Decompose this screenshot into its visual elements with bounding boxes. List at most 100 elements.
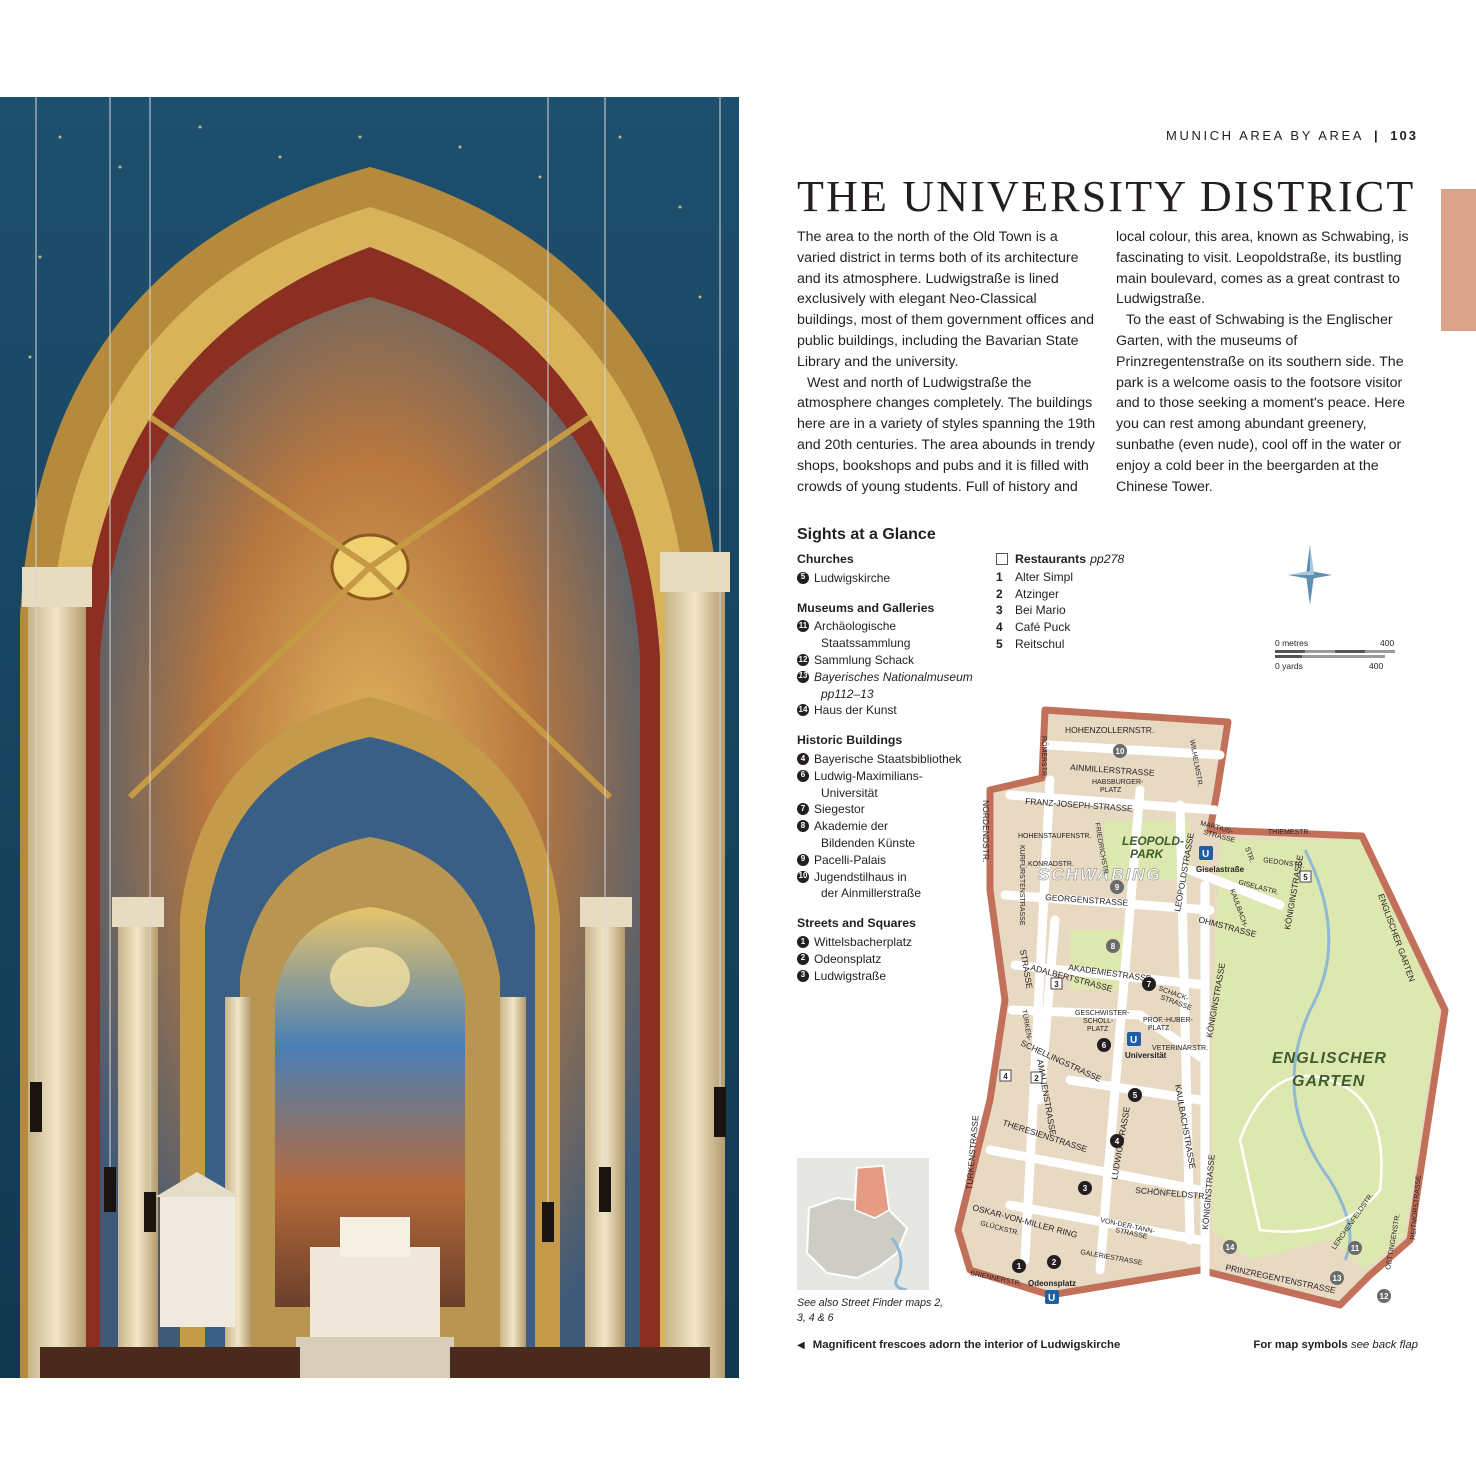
- svg-text:3: 3: [1083, 1184, 1088, 1193]
- restaurant-marker-3: 3: [1050, 977, 1063, 990]
- page-title: THE UNIVERSITY DISTRICT: [797, 172, 1416, 221]
- photo-caption-text: Magnificent frescoes adorn the interior …: [812, 1339, 1121, 1351]
- restaurants-title: Restaurants: [1015, 552, 1087, 566]
- svg-text:7: 7: [1147, 980, 1152, 989]
- sight-marker-2: 2: [1047, 1255, 1061, 1269]
- restaurant-marker-5: 5: [1299, 870, 1312, 883]
- sight-name-cont: Bildenden Künste: [821, 835, 916, 850]
- restaurant-number: 2: [996, 586, 1003, 601]
- sight-number: 2: [797, 952, 809, 965]
- svg-text:8: 8: [1111, 942, 1116, 951]
- sight-name: Bayerische Staatsbibliothek: [814, 751, 962, 766]
- svg-text:2: 2: [1052, 1258, 1057, 1267]
- map-symbols-note-bold: For map symbols: [1253, 1339, 1348, 1351]
- street-label: RÖMERSTR.: [1040, 736, 1048, 778]
- scale-yards-max: 400: [1369, 661, 1383, 671]
- sight-number: 5: [797, 571, 809, 584]
- restaurant-number: 5: [996, 636, 1003, 651]
- sight-name: Ludwig-Maximilians-: [814, 768, 923, 783]
- sight-marker-10: 10: [1113, 744, 1127, 758]
- list-item: 5 Reitschul: [996, 636, 1176, 653]
- restaurant-markers: 5 3 4 2: [999, 870, 1312, 1084]
- sight-marker-13: 13: [1330, 1271, 1344, 1285]
- u-bahn-icon: U: [1130, 1035, 1137, 1046]
- sight-marker-3: 3: [1078, 1181, 1092, 1195]
- sight-name: Jugendstilhaus in: [814, 869, 907, 884]
- street-label: KURFÜRSTENSTRASSE: [1018, 845, 1026, 926]
- sight-name: Odeonsplatz: [814, 951, 882, 966]
- street-label: NORDENDSTR.: [981, 800, 991, 862]
- sight-marker-7: 7: [1142, 977, 1156, 991]
- sight-marker-6: 6: [1097, 1038, 1111, 1052]
- sight-name: Ludwigstraße: [814, 968, 887, 983]
- header-separator: |: [1374, 128, 1381, 143]
- map-symbols-note: For map symbols see back flap: [1253, 1339, 1418, 1351]
- sight-marker-5: 5: [1128, 1088, 1142, 1102]
- sight-number: 13: [797, 670, 809, 683]
- restaurant-name: Bei Mario: [1015, 603, 1066, 618]
- street-label: PLATZ: [1100, 787, 1122, 794]
- isar-canal: [1292, 849, 1352, 1261]
- restaurants-heading: Restaurants pp278: [996, 551, 1176, 568]
- svg-text:10: 10: [1116, 747, 1125, 756]
- restaurant-name: Reitschul: [1015, 636, 1065, 651]
- sight-name: Akademie der: [814, 819, 889, 834]
- schwabing-label: SCHWABING: [1038, 865, 1162, 884]
- intro-paragraph: The area to the north of the Old Town is…: [797, 229, 1095, 370]
- restaurant-name: Café Puck: [1015, 620, 1071, 635]
- sight-marker-9: 9: [1110, 880, 1124, 894]
- street-label: HABSBURGER-: [1092, 779, 1144, 786]
- svg-text:14: 14: [1226, 1243, 1235, 1252]
- category-heading-museums: Museums and Galleries: [797, 600, 935, 615]
- restaurant-marker-4: 4: [999, 1069, 1012, 1082]
- sight-name-cont: pp112–13: [821, 686, 874, 701]
- sight-name-cont: Universität: [821, 785, 878, 800]
- street-label: GESCHWISTER-: [1075, 1010, 1130, 1017]
- ludwigskirche-photo: [0, 97, 739, 1378]
- svg-text:6: 6: [1102, 1041, 1107, 1050]
- sight-name: Wittelsbacherplatz: [814, 934, 913, 949]
- svg-text:12: 12: [1380, 1292, 1389, 1301]
- street-label: VETERINÄRSTR.: [1152, 1044, 1208, 1052]
- svg-text:4: 4: [1003, 1072, 1008, 1081]
- sight-marker-14: 14: [1223, 1240, 1237, 1254]
- list-item: 2 Atzinger: [996, 586, 1176, 603]
- sight-number: 1: [797, 935, 809, 948]
- sight-name: Haus der Kunst: [814, 703, 897, 718]
- svg-text:5: 5: [1303, 873, 1308, 882]
- restaurant-name: Atzinger: [1015, 586, 1060, 601]
- restaurant-name: Alter Simpl: [1015, 569, 1074, 584]
- locator-caption: See also Street Finder maps 2, 3, 4 & 6: [797, 1297, 944, 1324]
- sight-marker-4: 4: [1110, 1134, 1124, 1148]
- intro-paragraph: West and north of Ludwigstraße the atmos…: [797, 374, 1096, 495]
- sight-name-cont: der Ainmillerstraße: [821, 886, 922, 901]
- section-name: MUNICH AREA BY AREA: [1166, 128, 1365, 143]
- district-map: 0 metres 400 0 yards 400 SCHWABING LEOP: [954, 545, 1449, 1309]
- sight-number: 8: [797, 820, 809, 833]
- sight-name: Siegestor: [814, 802, 865, 817]
- compass-rose-icon: [1288, 545, 1332, 605]
- list-item: 7 Siegestor: [797, 801, 987, 818]
- locator-map: [797, 1158, 929, 1290]
- svg-text:4: 4: [1115, 1137, 1120, 1146]
- u-bahn-giselastrasse: U Giselastraße: [1196, 846, 1245, 874]
- sight-number: 4: [797, 752, 809, 765]
- park-paths: [1238, 1074, 1383, 1233]
- u-bahn-icon: U: [1202, 849, 1209, 860]
- intro-paragraph: To the east of Schwabing is the Englisch…: [1116, 312, 1405, 495]
- englischer-garten-label-2: GARTEN: [1292, 1073, 1365, 1090]
- leopold-park: [1100, 820, 1190, 880]
- svg-text:1: 1: [1017, 1262, 1022, 1271]
- photo-caption: ◀ Magnificent frescoes adorn the interio…: [797, 1339, 1120, 1351]
- street-label: HOHENZOLLERNSTR.: [1065, 725, 1154, 735]
- category-heading-churches: Churches: [797, 552, 854, 566]
- sight-number: 7: [797, 803, 809, 816]
